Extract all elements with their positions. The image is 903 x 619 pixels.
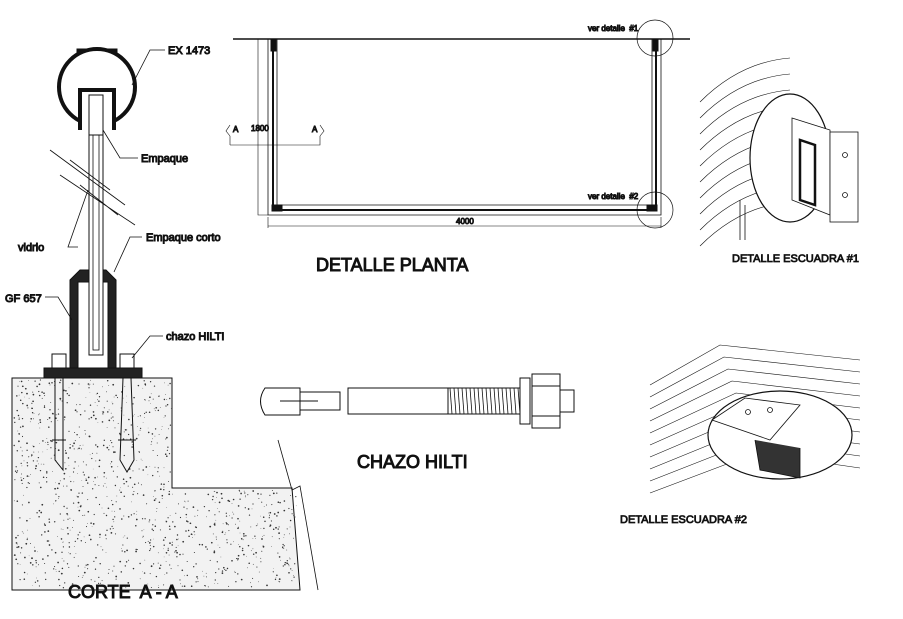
label-empaque: Empaque: [141, 153, 188, 165]
dim-width: 4000: [456, 217, 474, 226]
leader-lines: [45, 49, 165, 359]
break-line: [277, 439, 319, 591]
plan-detail: 4000 1800 A A ver detalle #1 ver detalle…: [225, 19, 690, 276]
anchor-title: CHAZO HILTI: [357, 452, 468, 472]
section-title: CORTE A - A: [68, 582, 178, 602]
detail-ref-1: ver detalle #1: [588, 24, 639, 33]
railing-outline: [272, 39, 657, 211]
detail-callout-1: [636, 19, 674, 57]
label-empaque-corto: Empaque corto: [146, 232, 221, 244]
base-plate: [43, 367, 143, 379]
label-ex1473: EX 1473: [168, 45, 210, 57]
anchor-bolt-detail: CHAZO HILTI: [260, 373, 575, 473]
detail-callout-2: [636, 191, 674, 229]
label-gf657: GF 657: [5, 293, 42, 305]
post-gf657: [69, 269, 117, 369]
label-vidrio: vidrio: [18, 242, 44, 254]
glass-break-lines: [49, 149, 136, 226]
section-mark-left: A: [233, 125, 239, 134]
anchor-bolts: [51, 353, 136, 473]
concrete-texture: [13, 379, 297, 589]
section-cut-marker: [225, 124, 325, 146]
detail-ref-2: ver detalle #2: [588, 192, 639, 201]
plan-title: DETALLE PLANTA: [316, 255, 468, 275]
corner-detail-2-title: DETALLE ESCUADRA #2: [620, 514, 747, 526]
section-mark-right: A: [312, 125, 318, 134]
dimension-lines: [257, 39, 662, 228]
corner-detail-1: DETALLE ESCUADRA #1: [699, 57, 859, 265]
corner-detail-1-title: DETALLE ESCUADRA #1: [732, 253, 859, 265]
section-a-a: EX 1473 Empaque vidrio Empaque corto GF …: [5, 45, 319, 603]
corner-detail-2: DETALLE ESCUADRA #2: [620, 344, 861, 526]
bolt-threads: [447, 387, 521, 415]
label-chazo-hilti: chazo HILTI: [166, 331, 225, 343]
dim-height: 1800: [251, 124, 269, 133]
